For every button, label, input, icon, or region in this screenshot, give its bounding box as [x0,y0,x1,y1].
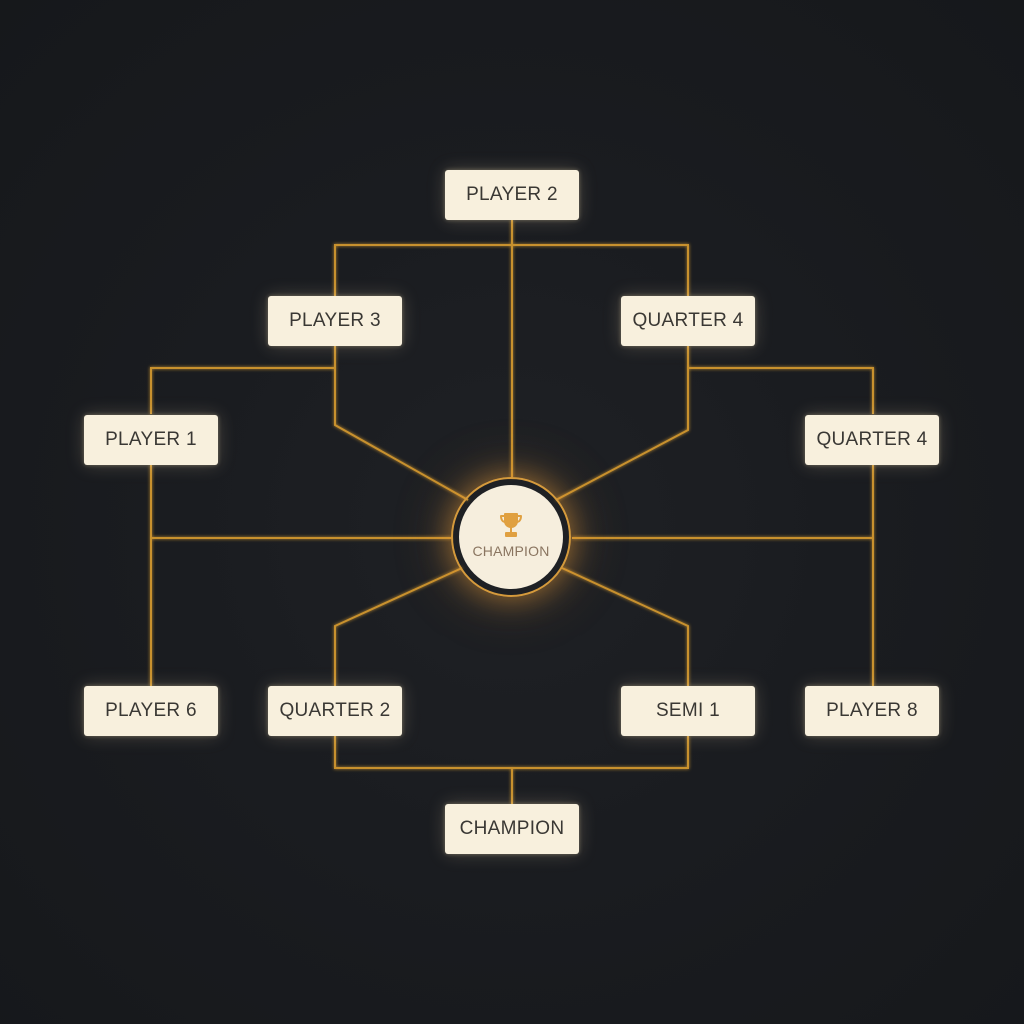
node-player-1[interactable]: PLAYER 1 [84,415,218,465]
node-quarter-2[interactable]: QUARTER 2 [268,686,402,736]
connector-upper-right-bracket [687,346,874,414]
node-player-8[interactable]: PLAYER 8 [805,686,939,736]
node-label: PLAYER 8 [826,700,918,721]
connector-upper-left-bracket [150,346,336,414]
node-label: SEMI 1 [655,700,721,721]
hub-glow-ring [451,477,571,597]
node-label: PLAYER 6 [105,700,197,721]
node-player-6[interactable]: PLAYER 6 [84,686,218,736]
node-semi-1[interactable]: SEMI 1 [621,686,755,736]
node-label: QUARTER 4 [816,429,928,450]
node-label: QUARTER 2 [279,700,391,721]
node-quarter-4-right[interactable]: QUARTER 4 [805,415,939,465]
node-label: CHAMPION [459,818,565,839]
connector-lower-right-to-hub [561,567,689,686]
node-player-3[interactable]: PLAYER 3 [268,296,402,346]
node-label: PLAYER 2 [466,184,558,205]
connector-upper-right-to-hub [555,346,689,501]
node-quarter-4-upper[interactable]: QUARTER 4 [621,296,755,346]
connector-upper-left-to-hub [334,346,469,501]
node-label: PLAYER 1 [105,429,197,450]
champion-hub[interactable]: CHAMPION [459,485,563,589]
hub-label: CHAMPION [472,543,550,559]
connector-bottom-bracket [334,736,689,769]
node-label: PLAYER 3 [289,310,381,331]
trophy-icon [500,513,522,537]
connector-lower-left-to-hub [334,567,463,686]
node-label: QUARTER 4 [632,310,744,331]
node-champion-bottom[interactable]: CHAMPION [445,804,579,854]
node-player-2[interactable]: PLAYER 2 [445,170,579,220]
